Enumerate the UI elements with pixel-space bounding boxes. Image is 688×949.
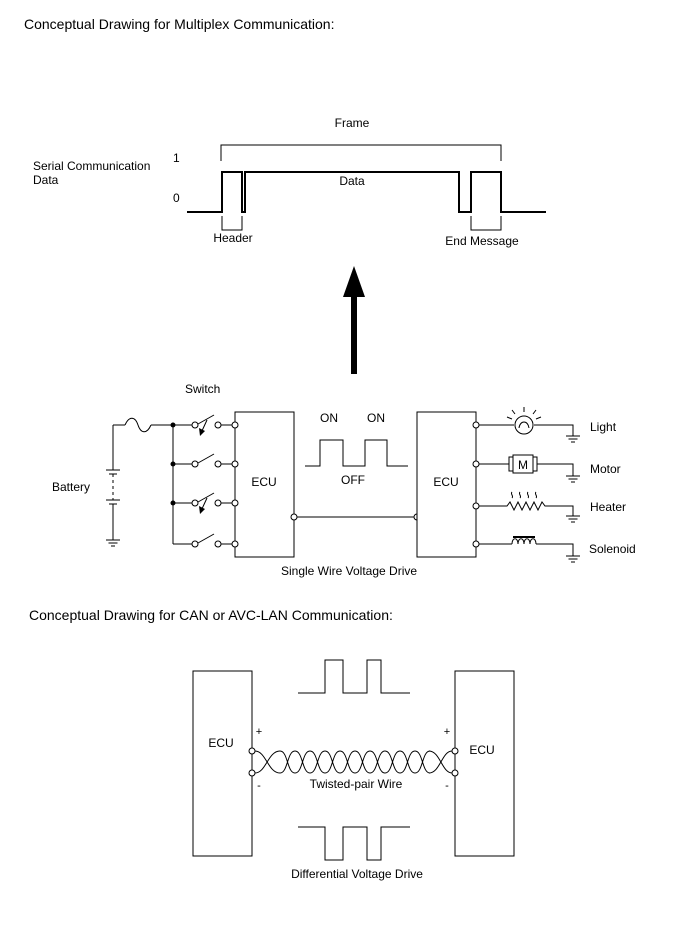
data-label: Data xyxy=(339,174,365,188)
can-ecu-left-label: ECU xyxy=(208,736,233,750)
signal-waveform xyxy=(305,439,408,467)
can-high-waveform xyxy=(298,659,410,694)
multiplex-heading: Conceptual Drawing for Multiplex Communi… xyxy=(24,16,334,32)
solenoid-icon xyxy=(479,536,580,563)
heater-icon xyxy=(479,491,580,523)
differential-caption: Differential Voltage Drive xyxy=(291,867,423,881)
twisted-pair-label: Twisted-pair Wire xyxy=(310,777,403,791)
junction-dot xyxy=(170,422,176,428)
end-message-bracket xyxy=(470,216,502,231)
single-wire-caption: Single Wire Voltage Drive xyxy=(281,564,417,578)
motor-symbol: M xyxy=(518,458,528,472)
off-label: OFF xyxy=(341,473,365,487)
arrow-up-icon xyxy=(343,266,365,374)
end-message-label: End Message xyxy=(445,234,519,248)
battery-label: Battery xyxy=(52,480,90,494)
ecu-output-node xyxy=(472,460,480,468)
frame-diagram: Frame Serial Communication Data 1 0 Data… xyxy=(33,116,546,248)
switch-icon xyxy=(173,492,235,514)
switch-icon xyxy=(173,414,235,436)
can-heading: Conceptual Drawing for CAN or AVC-LAN Co… xyxy=(29,607,393,623)
motor-icon xyxy=(479,454,580,483)
twisted-strand xyxy=(279,750,431,774)
load-label-heater: Heater xyxy=(590,500,626,514)
header-bracket xyxy=(221,216,243,231)
minus-right-label: - xyxy=(445,780,449,792)
frame-bracket xyxy=(220,144,502,161)
level-high-label: 1 xyxy=(173,151,180,165)
can-node-low-right xyxy=(451,769,459,777)
minus-left-label: - xyxy=(257,780,261,792)
ecu-right-label: ECU xyxy=(433,475,458,489)
battery-icon xyxy=(106,425,120,540)
load-label-motor: Motor xyxy=(590,462,621,476)
ecu-input-node xyxy=(231,421,239,429)
switch-icon xyxy=(173,453,235,468)
on-label-2: ON xyxy=(367,411,385,425)
can-low-waveform xyxy=(298,826,410,861)
ecu-output-node xyxy=(472,421,480,429)
can-ecu-right-box xyxy=(454,670,515,857)
load-label-solenoid: Solenoid xyxy=(589,542,636,556)
can-diagram: ECU + - ECU + - Twisted-pair Wire Differ… xyxy=(192,659,515,881)
junction-dot xyxy=(170,500,176,506)
switch-icon xyxy=(173,533,235,548)
ecu-output-node xyxy=(472,502,480,510)
ecu-input-node xyxy=(231,460,239,468)
can-node-high-left xyxy=(248,747,256,755)
ecu-output-node xyxy=(290,513,298,521)
can-node-low-left xyxy=(248,769,256,777)
twisted-strand xyxy=(279,750,431,774)
lamp-icon xyxy=(479,407,580,443)
junction-dot xyxy=(170,461,176,467)
can-ecu-left-box xyxy=(192,670,253,857)
fuse-icon xyxy=(124,417,152,433)
plus-right-label: + xyxy=(444,726,450,738)
on-label-1: ON xyxy=(320,411,338,425)
ecu-left-box xyxy=(234,411,295,558)
level-low-label: 0 xyxy=(173,191,180,205)
ecu-output-node xyxy=(472,540,480,548)
can-node-high-right xyxy=(451,747,459,755)
serial-label-line2: Data xyxy=(33,173,59,187)
switch-label: Switch xyxy=(185,382,220,396)
ecu-right-box xyxy=(416,411,477,558)
plus-left-label: + xyxy=(256,726,262,738)
twisted-pair-wire xyxy=(254,750,453,774)
load-label-light: Light xyxy=(590,420,617,434)
single-wire-diagram: Switch Battery xyxy=(52,382,636,578)
ecu-input-node xyxy=(231,499,239,507)
serial-waveform xyxy=(187,171,546,213)
serial-label-line1: Serial Communication xyxy=(33,159,150,173)
ecu-left-label: ECU xyxy=(251,475,276,489)
ecu-input-node xyxy=(231,540,239,548)
can-ecu-right-label: ECU xyxy=(469,743,494,757)
header-label: Header xyxy=(213,231,252,245)
frame-label: Frame xyxy=(335,116,370,130)
ground-icon xyxy=(106,539,120,547)
